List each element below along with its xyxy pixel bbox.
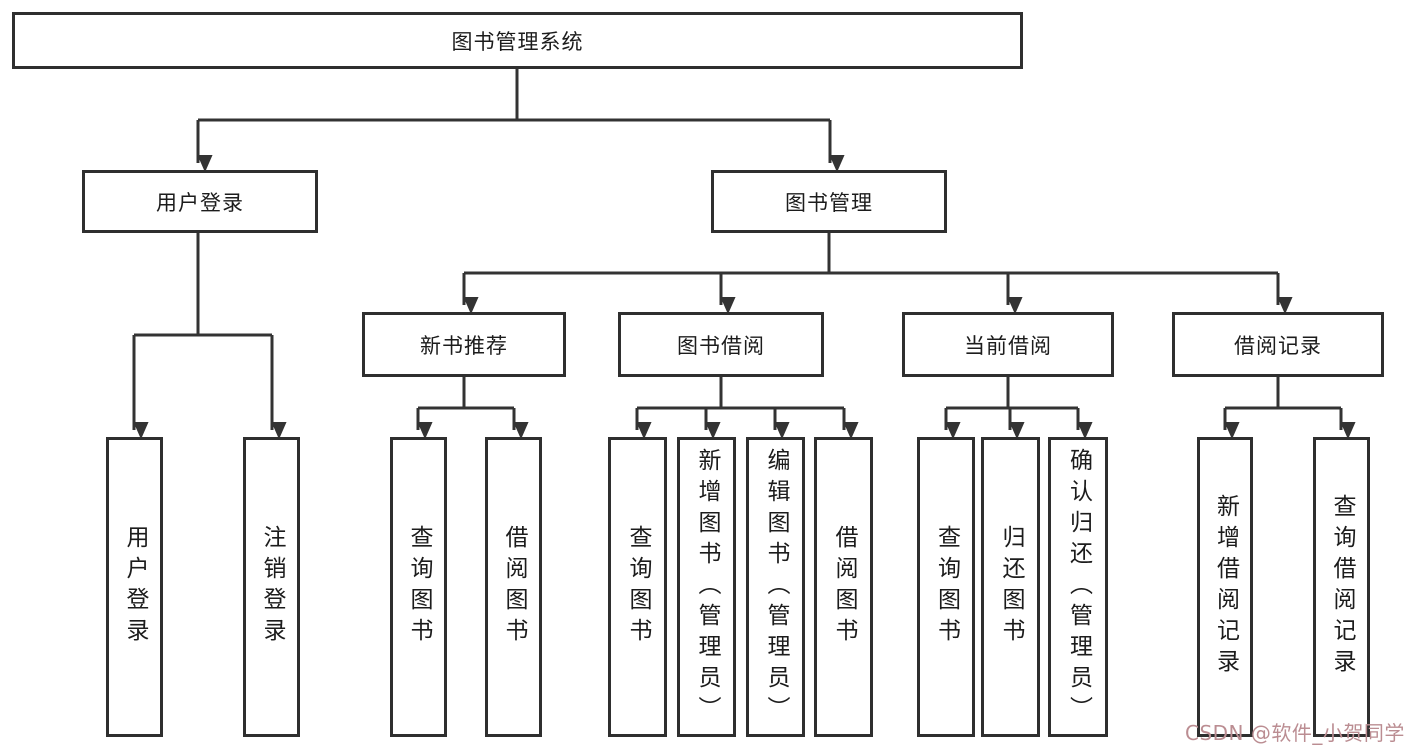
node-label: 图书借阅 <box>677 333 765 358</box>
leaf-logout: 注销登录 <box>243 437 300 737</box>
node-label: 查询图书 <box>406 525 432 649</box>
node-label: 用户登录 <box>156 190 244 215</box>
node-user-login: 用户登录 <box>82 170 318 233</box>
edge-user-login-trunk <box>134 233 272 337</box>
node-book-mgmt: 图书管理 <box>711 170 947 233</box>
node-new-book-recommend: 新书推荐 <box>362 312 566 377</box>
leaf-borrow-books-recommend: 借阅图书 <box>485 437 542 737</box>
leaf-user-login: 用户登录 <box>106 437 163 737</box>
leaf-borrow-books: 借阅图书 <box>814 437 873 737</box>
edge-root-trunk <box>198 68 830 122</box>
leaf-add-borrow-record: 新增借阅记录 <box>1197 437 1253 737</box>
node-borrow-records: 借阅记录 <box>1172 312 1384 377</box>
node-label: 新增图书（管理员） <box>694 447 720 727</box>
edge-new-book-trunk <box>418 377 514 410</box>
node-label: 新增借阅记录 <box>1212 494 1239 680</box>
node-label: 查询图书 <box>625 525 651 649</box>
node-label: 编辑图书（管理员） <box>763 447 789 727</box>
node-label: 归还图书 <box>998 525 1024 649</box>
leaf-return-books: 归还图书 <box>981 437 1040 737</box>
node-label: 确认归还（管理员） <box>1065 447 1092 727</box>
leaf-confirm-return-admin: 确认归还（管理员） <box>1048 437 1108 737</box>
node-label: 当前借阅 <box>964 333 1052 358</box>
node-label: 查询借阅记录 <box>1329 494 1355 680</box>
csdn-watermark: CSDN @软件_小贺同学 <box>1185 721 1405 745</box>
node-label: 用户登录 <box>122 525 148 649</box>
leaf-query-books-current: 查询图书 <box>917 437 975 737</box>
node-label: 借阅图书 <box>831 525 857 649</box>
leaf-query-books-borrow: 查询图书 <box>608 437 667 737</box>
node-label: 图书管理 <box>785 190 873 215</box>
node-label: 新书推荐 <box>420 333 508 358</box>
node-label: 查询图书 <box>933 525 960 649</box>
leaf-edit-books-admin: 编辑图书（管理员） <box>746 437 805 737</box>
leaf-query-books-recommend: 查询图书 <box>390 437 447 737</box>
node-label: 借阅记录 <box>1234 333 1322 358</box>
leaf-query-borrow-record: 查询借阅记录 <box>1313 437 1370 737</box>
node-current-borrow: 当前借阅 <box>902 312 1114 377</box>
node-label: 注销登录 <box>259 525 285 649</box>
edge-borrow-records-trunk <box>1225 377 1341 410</box>
edge-current-borrow-trunk <box>946 377 1078 410</box>
leaf-add-books-admin: 新增图书（管理员） <box>677 437 736 737</box>
edge-book-mgmt-trunk <box>464 233 1278 275</box>
node-root-system: 图书管理系统 <box>12 12 1023 69</box>
node-label: 借阅图书 <box>501 525 527 649</box>
node-label: 图书管理系统 <box>451 29 584 54</box>
edge-book-borrow-trunk <box>637 377 844 410</box>
node-book-borrow: 图书借阅 <box>618 312 824 377</box>
